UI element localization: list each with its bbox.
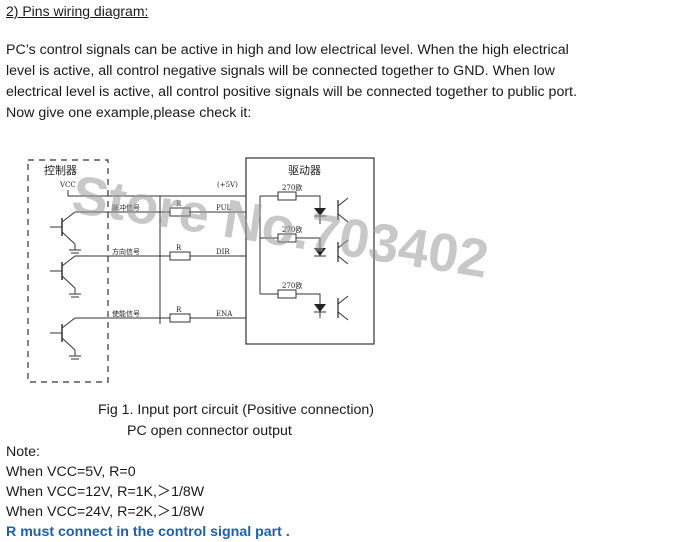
intro-line-2: level is active, all control negative si… (6, 63, 555, 79)
note-item-1: When VCC=5V, R=0 (6, 464, 136, 480)
vcc-wire (67, 190, 246, 197)
vcc-label: VCC (59, 181, 76, 189)
notes-title: Note: (6, 444, 40, 460)
channel-ena: R 使能信号 ENA 270欧 (50, 281, 349, 360)
driver-label: 驱动器 (288, 164, 321, 177)
resistor-label-3: R (176, 306, 182, 314)
intro-line-1: PC’s control signals can be active in hi… (6, 42, 569, 58)
pin-pul: PUL (216, 204, 231, 212)
notes-list: Note: When VCC=5V, R=0 When VCC=12V, R=1… (6, 442, 290, 542)
note-item-3: When VCC=24V, R=2K,＞1/8W (6, 504, 205, 520)
plus5v-label: (+5V) (217, 181, 238, 189)
wiring-diagram: 控制器 VCC 驱动器 (+5V) R 脉冲信号 PUL 270欧 (27, 157, 375, 383)
intro-paragraph: PC’s control signals can be active in hi… (6, 40, 674, 124)
driver-box (245, 157, 375, 345)
opto-res-label-1: 270欧 (282, 183, 302, 192)
channel-dir: R 方向信号 DIR 270欧 (50, 225, 349, 298)
section-heading: 2) Pins wiring diagram: (6, 3, 149, 19)
figure-caption: Fig 1. Input port circuit (Positive conn… (98, 402, 374, 418)
resistor-label-1: R (176, 200, 182, 208)
figure-subcaption: PC open connector output (127, 423, 292, 439)
signal-cn-ena: 使能信号 (112, 309, 140, 318)
signal-cn-dir: 方向信号 (112, 247, 140, 256)
pin-ena: ENA (216, 310, 233, 318)
intro-line-4: Now give one example,please check it: (6, 105, 252, 121)
channel-pul: R 脉冲信号 PUL 270欧 (50, 183, 349, 254)
controller-box (27, 159, 109, 383)
opto-res-label-3: 270欧 (282, 281, 302, 290)
opto-res-label-2: 270欧 (282, 225, 302, 234)
resistor-label-2: R (176, 244, 182, 252)
pin-dir: DIR (216, 248, 230, 256)
controller-label: 控制器 (44, 163, 77, 177)
intro-line-3: electrical level is active, all control … (6, 84, 577, 100)
note-emphasis: R must connect in the control signal par… (6, 524, 290, 540)
note-item-2: When VCC=12V, R=1K,＞1/8W (6, 484, 205, 500)
signal-cn-pul: 脉冲信号 (112, 203, 140, 212)
